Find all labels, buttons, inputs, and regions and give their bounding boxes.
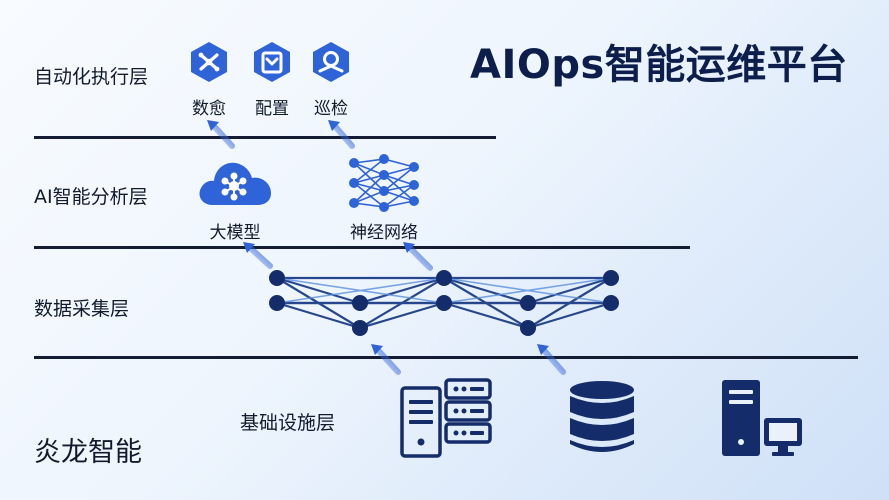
layer-label-execution: 自动化执行层 (34, 66, 149, 88)
brand-name: 炎龙智能 (34, 437, 142, 468)
neural-network-icon (346, 153, 422, 213)
layer-label-collection: 数据采集层 (34, 298, 130, 320)
layer-label-analysis: AI智能分析层 (34, 186, 148, 208)
icon-label-configuration: 配置 (255, 99, 289, 119)
arrow-up (209, 121, 566, 375)
self-healing-icon (187, 40, 231, 84)
inspection-icon (309, 40, 353, 84)
cloud-model-icon (195, 155, 275, 210)
server-rack-icon (398, 378, 494, 458)
page-title: AIOps智能运维平台 (470, 42, 848, 88)
icon-label-neural-network: 神经网络 (350, 223, 418, 243)
divider-line-2 (34, 246, 690, 249)
icon-label-self-healing: 数愈 (192, 99, 226, 119)
divider-line-3 (34, 356, 858, 359)
database-icon (568, 380, 636, 456)
data-collection-network (260, 262, 630, 340)
configuration-icon (250, 40, 294, 84)
divider-line-1 (34, 136, 496, 139)
icon-label-cloud-model: 大模型 (209, 223, 261, 243)
desktop-computer-icon (720, 378, 804, 458)
icon-label-inspection: 巡检 (314, 99, 348, 119)
layer-label-infrastructure: 基础设施层 (240, 412, 336, 434)
